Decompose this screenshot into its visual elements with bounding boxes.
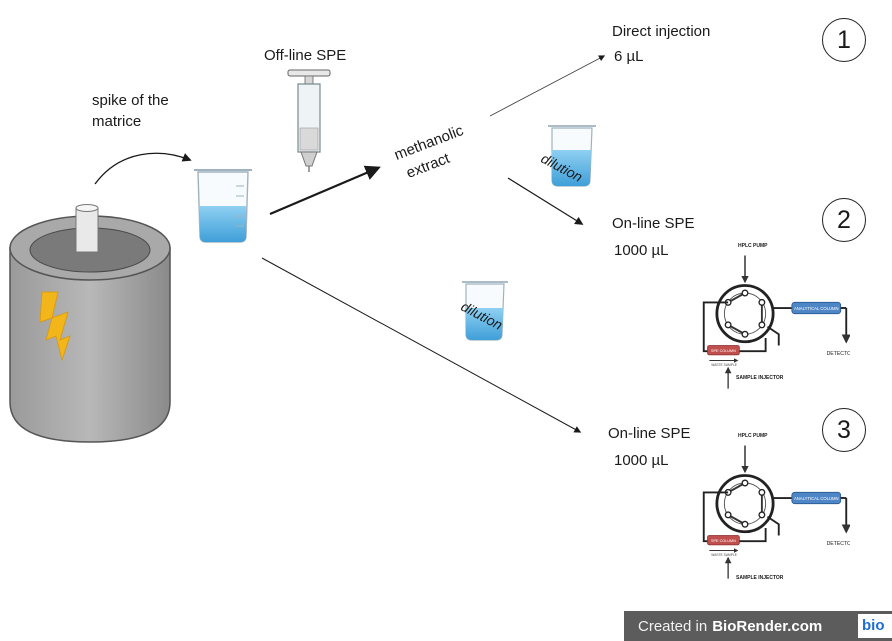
watermark-text: Created in — [638, 617, 708, 635]
spike-label-line1: spike of the — [92, 92, 169, 109]
hplc-pump-label: HPLC PUMP — [738, 243, 768, 249]
hplc-pump-label: HPLC PUMP — [738, 433, 768, 439]
volume-label-2: 1000 µL — [614, 242, 669, 259]
sample-injector-label: SAMPLE INJECTOR — [736, 575, 784, 581]
offline-spe-label: Off-line SPE — [264, 47, 347, 64]
arrow-to-direct-injection — [489, 55, 606, 117]
step-2-badge: 2 — [822, 198, 866, 242]
dilution-beaker-icon — [462, 281, 508, 341]
step-1-badge: 1 — [822, 18, 866, 62]
lightning-icon — [39, 291, 71, 362]
biorender-logo-icon: bio — [858, 614, 892, 638]
valve-icon — [704, 256, 855, 389]
online-spe-label-2: On-line SPE — [612, 215, 695, 232]
step-3-badge: 3 — [822, 408, 866, 452]
online-spe-label-3: On-line SPE — [608, 425, 691, 442]
arrow-to-online-spe-2 — [507, 177, 584, 225]
spike-label-line2: matrice — [92, 113, 142, 130]
arrow-to-extract — [269, 165, 381, 216]
spike-arrow — [94, 152, 192, 185]
watermark-brand: BioRender.com — [712, 617, 823, 635]
beaker-icon — [194, 169, 252, 243]
volume-label-3: 1000 µL — [614, 452, 669, 469]
biorender-watermark[interactable]: Created in BioRender.com bio — [624, 611, 892, 641]
mortar-icon — [9, 204, 171, 443]
syringe-icon — [287, 69, 331, 172]
dilution-beaker-icon — [548, 125, 596, 187]
sample-injector-label: SAMPLE INJECTOR — [736, 375, 784, 381]
direct-injection-label: Direct injection — [612, 23, 711, 40]
valve-icon — [704, 446, 855, 579]
direct-volume-label: 6 µL — [614, 48, 644, 65]
arrow-to-online-spe-3 — [261, 257, 582, 433]
